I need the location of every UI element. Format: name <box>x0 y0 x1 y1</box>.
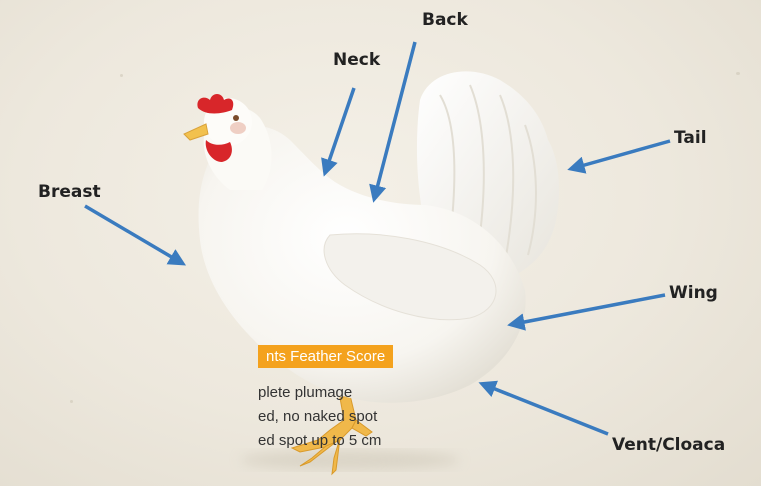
tail-arrow <box>574 141 670 168</box>
back-arrow <box>375 42 415 196</box>
feather-score-header: nts Feather Score <box>258 345 393 368</box>
label-neck: Neck <box>333 50 380 70</box>
neck-arrow <box>326 88 354 170</box>
feather-score-line-1: plete plumage <box>258 384 352 401</box>
feather-score-line-2: ed, no naked spot <box>258 408 377 425</box>
breast-arrow <box>85 206 180 262</box>
label-breast: Breast <box>38 182 101 202</box>
label-wing: Wing <box>669 283 718 303</box>
label-tail: Tail <box>674 128 707 148</box>
wing-arrow <box>514 295 665 324</box>
feather-score-line-3: ed spot up to 5 cm <box>258 432 381 449</box>
label-back: Back <box>422 10 468 30</box>
vent-arrow <box>485 385 608 434</box>
label-vent-cloaca: Vent/Cloaca <box>612 435 725 455</box>
